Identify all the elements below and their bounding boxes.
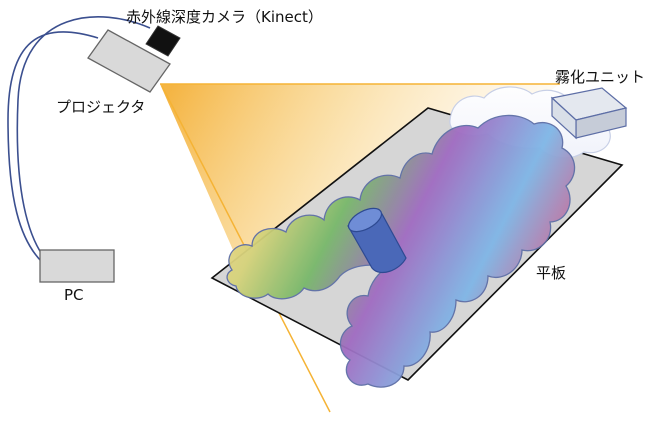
camera-label: 赤外線深度カメラ（Kinect） (126, 8, 323, 26)
cable-1 (7, 31, 99, 263)
fog-unit-label: 霧化ユニット (555, 68, 646, 86)
fog-unit-device (550, 87, 628, 140)
cable-2 (16, 16, 151, 263)
ir-depth-camera (145, 25, 181, 57)
pc-label: PC (64, 286, 84, 304)
projector-label: プロジェクタ (56, 98, 146, 116)
projector-device (87, 29, 171, 93)
pc-box (39, 249, 115, 283)
cylinder-object (347, 207, 407, 273)
plate-label: 平板 (536, 264, 567, 282)
